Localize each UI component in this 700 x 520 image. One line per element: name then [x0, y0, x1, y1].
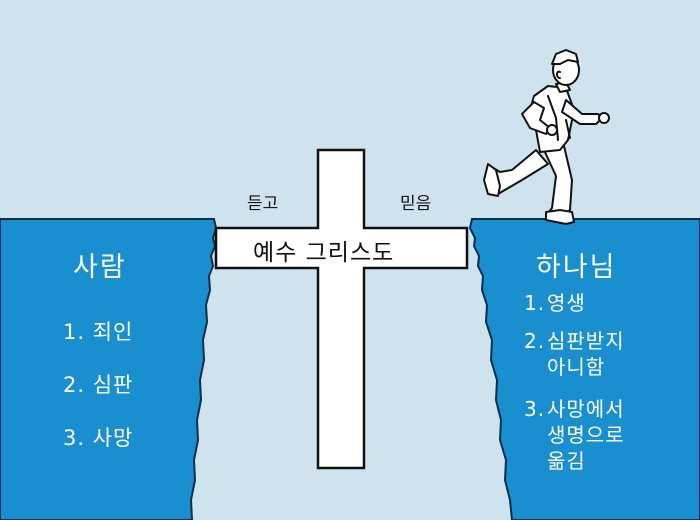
left-item-2: 2. 심판: [63, 373, 134, 397]
right-item-3-number: 3.: [524, 397, 546, 421]
right-item-3-line-3: 옮김: [547, 449, 586, 473]
bridge-label-believe: 믿음: [400, 194, 432, 214]
left-cliff: [0, 218, 218, 520]
cross-label: 예수 그리스도: [253, 240, 395, 266]
right-item-2-line-2: 아니함: [547, 355, 606, 379]
bridge-label-hear: 듣고: [247, 194, 279, 214]
left-item-1: 1. 죄인: [63, 320, 134, 344]
right-item-2-line-1: 심판받지: [547, 329, 625, 353]
right-item-1-number: 1.: [524, 291, 546, 315]
left-item-3: 3. 사망: [63, 426, 134, 450]
left-cliff-title: 사람: [73, 252, 127, 283]
running-man-figure: [483, 49, 610, 225]
right-item-3-line-1: 사망에서: [547, 397, 625, 421]
right-cliff: [468, 218, 700, 520]
right-cliff-title: 하나님: [536, 252, 617, 283]
right-item-3-line-2: 생명으로: [547, 423, 625, 447]
cross: [214, 148, 469, 470]
right-item-2-number: 2.: [524, 329, 546, 353]
right-item-1-line-1: 영생: [547, 291, 586, 315]
